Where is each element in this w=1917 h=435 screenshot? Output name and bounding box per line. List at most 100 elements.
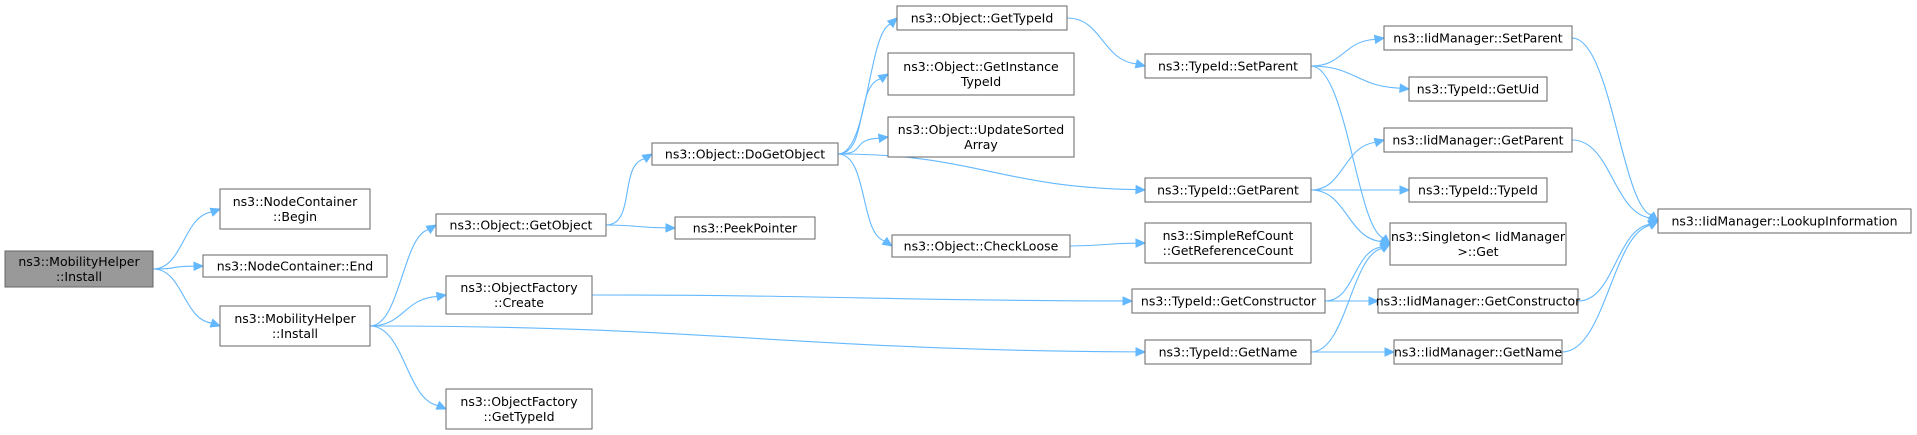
node-label-line: TypeId (960, 74, 1001, 89)
edge-n13-n22 (1310, 65, 1391, 245)
node-label-line: ns3::ObjectFactory (460, 280, 578, 295)
node-box (1144, 177, 1312, 203)
node-label-line: ns3::IidManager::GetName (1394, 345, 1562, 360)
node-label-line: ns3::IidManager::SetParent (1393, 31, 1563, 46)
node-n21[interactable]: ns3::TypeId::TypeId (1408, 177, 1548, 203)
edge-n4-n7 (605, 153, 654, 226)
edge-n18-n25 (1571, 37, 1659, 222)
node-n12[interactable]: ns3::Object::CheckLoose (891, 234, 1071, 258)
node-n19[interactable]: ns3::TypeId::GetUid (1408, 76, 1548, 102)
node-n6[interactable]: ns3::ObjectFactory::GetTypeId (445, 388, 593, 430)
edge-arrowhead (1122, 296, 1134, 306)
node-box (891, 234, 1071, 258)
node-n7[interactable]: ns3::Object::DoGetObject (651, 142, 839, 166)
node-n15[interactable]: ns3::SimpleRefCount::GetReferenceCount (1144, 222, 1312, 264)
edge-line (1310, 141, 1376, 191)
node-box (1393, 339, 1563, 365)
edge-arrowhead (435, 291, 448, 302)
edge-arrowhead (1373, 137, 1386, 148)
edge-line (605, 158, 645, 226)
edges-layer (152, 17, 1660, 410)
node-label-line: ns3::Singleton< IidManager (1391, 229, 1566, 244)
edge-arrowhead (1135, 184, 1147, 195)
node-label-line: ns3::TypeId::TypeId (1418, 183, 1538, 198)
node-label-line: ::Install (272, 326, 318, 341)
node-box (445, 275, 593, 315)
edge-line (1310, 38, 1376, 67)
edge-arrowhead (886, 17, 898, 28)
node-box (219, 305, 371, 347)
edge-line (1571, 139, 1650, 219)
edge-line (152, 268, 212, 324)
node-n14[interactable]: ns3::TypeId::GetParent (1144, 177, 1312, 203)
edge-n20-n25 (1571, 139, 1660, 223)
node-box (1408, 177, 1548, 203)
node-box (1131, 288, 1326, 314)
node-box (887, 116, 1075, 158)
node-n0-root[interactable]: ns3::MobilityHelper::Install (4, 250, 154, 288)
edge-n5-n16 (591, 294, 1134, 306)
edge-n3-n5 (369, 291, 448, 327)
node-n1[interactable]: ns3::NodeContainer::Begin (219, 188, 371, 230)
node-box (1144, 53, 1312, 79)
edge-n13-n18 (1310, 34, 1386, 67)
node-n2[interactable]: ns3::NodeContainer::End (202, 254, 388, 278)
node-box (1383, 127, 1573, 153)
node-n20[interactable]: ns3::IidManager::GetParent (1383, 127, 1573, 153)
edge-n7-n12 (837, 153, 894, 247)
edge-arrowhead (1399, 185, 1411, 195)
node-n22[interactable]: ns3::Singleton< IidManager>::Get (1389, 222, 1567, 266)
node-n17[interactable]: ns3::TypeId::GetName (1144, 339, 1312, 365)
node-label-line: ns3::Object::UpdateSorted (898, 122, 1064, 137)
node-box (1144, 222, 1312, 264)
edge-n17-n22 (1310, 243, 1392, 353)
edge-n3-n4 (369, 224, 438, 327)
node-label-line: ::Begin (273, 209, 317, 224)
node-box (219, 188, 371, 230)
node-label-line: ns3::Object::CheckLoose (904, 239, 1059, 254)
edge-arrowhead (641, 153, 654, 164)
edge-arrowhead (877, 73, 890, 84)
node-box (896, 5, 1068, 31)
edge-line (369, 229, 429, 327)
node-n24[interactable]: ns3::IidManager::GetName (1393, 339, 1563, 365)
node-n13[interactable]: ns3::TypeId::SetParent (1144, 53, 1312, 79)
edge-n0-n3 (152, 268, 222, 328)
node-label-line: ns3::NodeContainer (233, 194, 358, 209)
edge-arrowhead (665, 223, 677, 233)
node-box (1383, 25, 1573, 51)
node-label-line: ns3::MobilityHelper (234, 311, 356, 326)
edge-n3-n17 (369, 325, 1147, 357)
edge-arrowhead (881, 236, 894, 247)
node-label-line: ns3::TypeId::SetParent (1158, 59, 1298, 74)
node-label-line: ns3::ObjectFactory (460, 394, 578, 409)
node-label-line: ::Install (56, 269, 102, 284)
edge-n7-n9 (837, 17, 898, 155)
edge-line (837, 23, 891, 155)
edge-line (1310, 189, 1382, 243)
node-box (4, 250, 154, 288)
node-label-line: ns3::MobilityHelper (18, 254, 140, 269)
node-label-line: ns3::NodeContainer::End (217, 259, 373, 274)
node-label-line: ns3::TypeId::GetName (1159, 345, 1298, 360)
node-n5[interactable]: ns3::ObjectFactory::Create (445, 275, 593, 315)
node-label-line: >::Get (1457, 244, 1498, 259)
node-n25[interactable]: ns3::IidManager::LookupInformation (1657, 208, 1912, 234)
edge-n4-n8 (605, 223, 677, 233)
node-n18[interactable]: ns3::IidManager::SetParent (1383, 25, 1573, 51)
edge-n0-n1 (152, 207, 222, 270)
node-n9[interactable]: ns3::Object::GetTypeId (896, 5, 1068, 31)
node-n8[interactable]: ns3::PeekPointer (674, 216, 816, 240)
node-n4[interactable]: ns3::Object::GetObject (435, 213, 607, 237)
edge-n23-n25 (1577, 220, 1660, 302)
edge-arrowhead (1135, 238, 1147, 248)
node-n23[interactable]: ns3::IidManager::GetConstructor (1376, 288, 1581, 314)
edge-arrowhead (1379, 243, 1392, 253)
node-label-line: ::GetTypeId (483, 409, 554, 424)
node-n16[interactable]: ns3::TypeId::GetConstructor (1131, 288, 1326, 314)
node-label-line: ns3::Object::GetTypeId (911, 11, 1054, 26)
node-n3[interactable]: ns3::MobilityHelper::Install (219, 305, 371, 347)
edge-arrowhead (1368, 296, 1380, 306)
